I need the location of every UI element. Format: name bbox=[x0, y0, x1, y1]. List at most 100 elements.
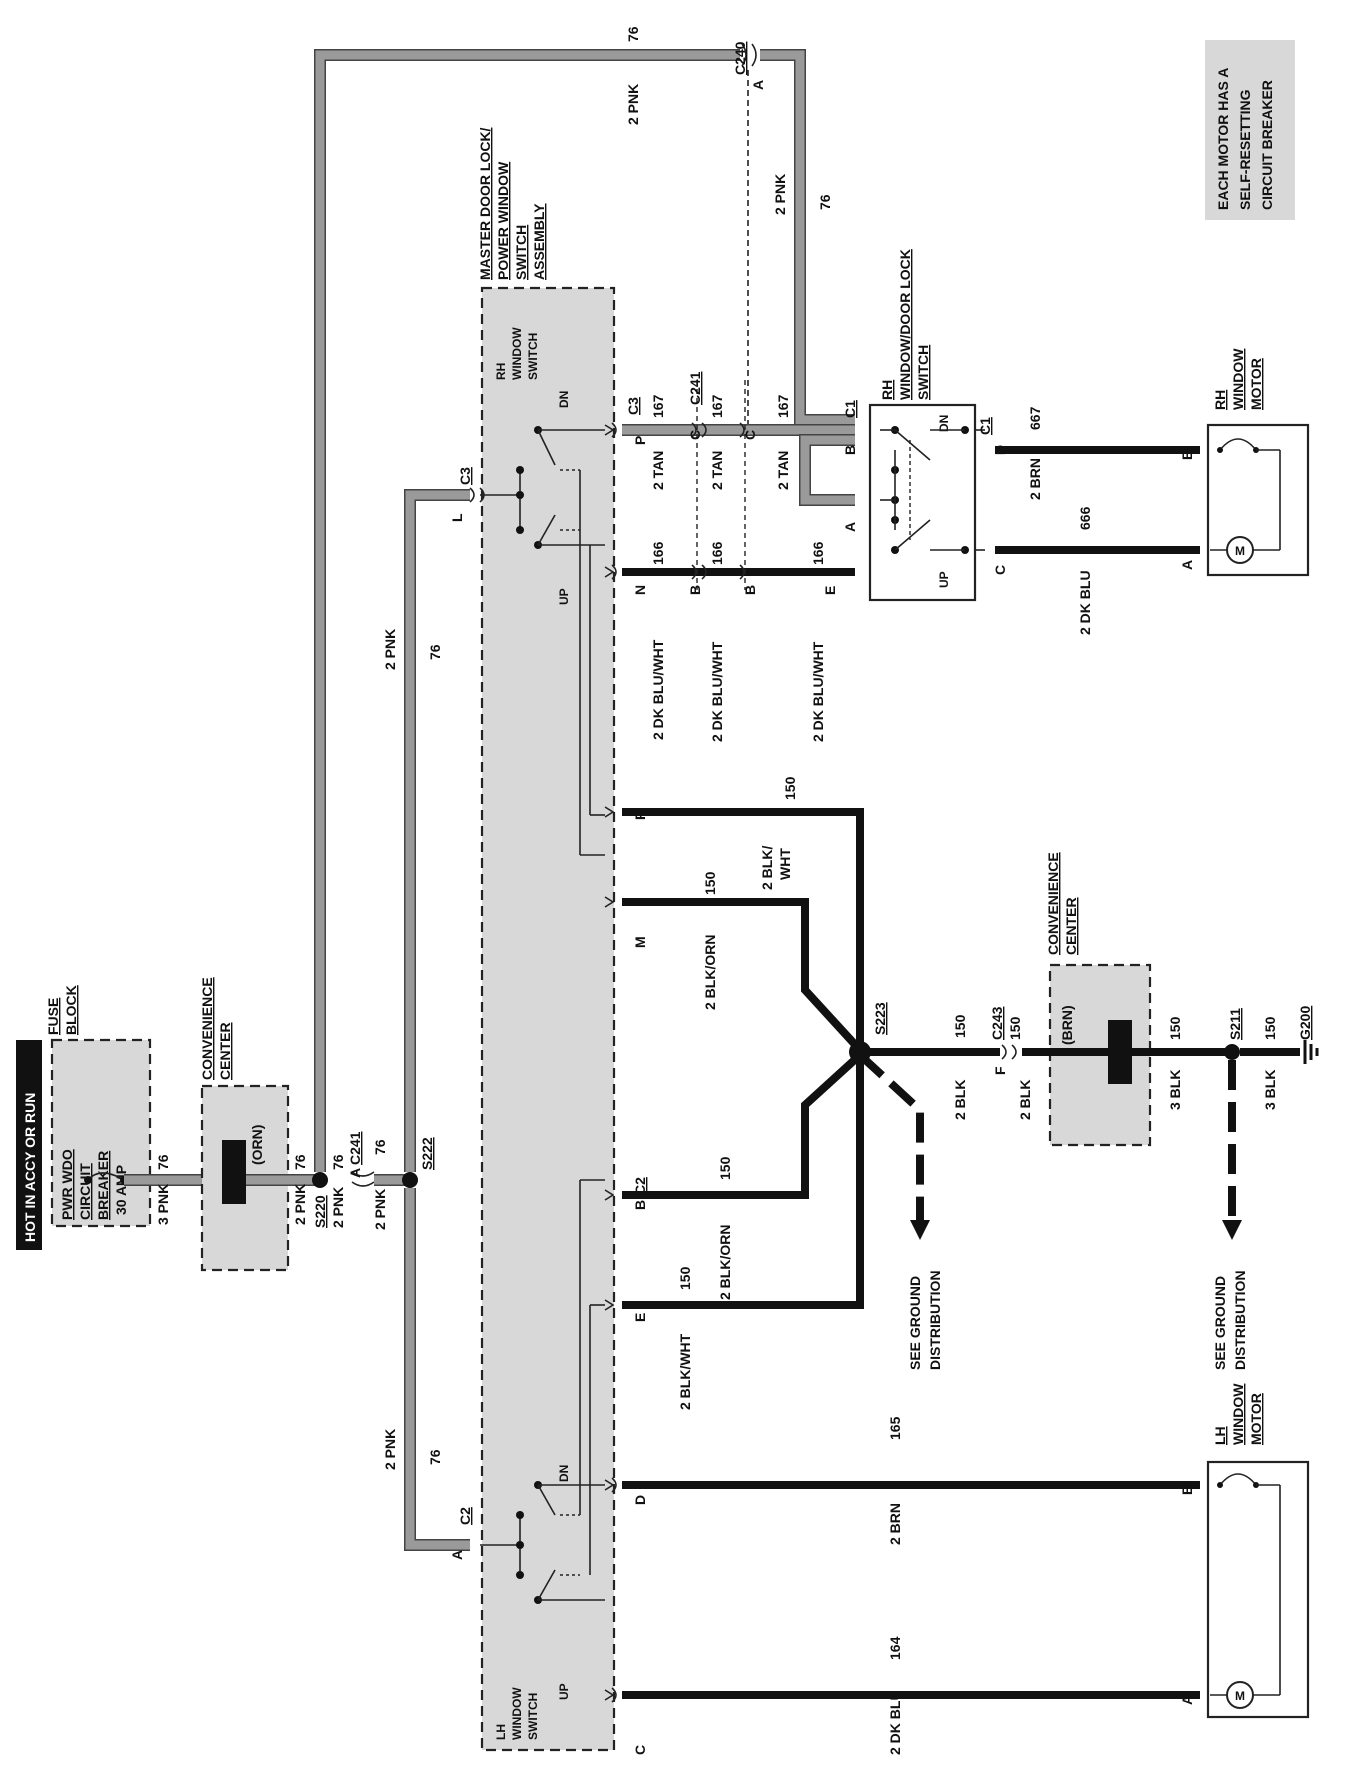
label-c1-rh-b: C1 bbox=[977, 417, 993, 435]
rh-lock-switch-symbol bbox=[880, 426, 969, 554]
lh-motor-symbol: M bbox=[1210, 1473, 1281, 1709]
connector-c241-b bbox=[691, 422, 707, 438]
wire-2pnk-c: 2 PNK bbox=[372, 1189, 388, 1230]
lh-motor-title-1: LH bbox=[1212, 1426, 1228, 1445]
label-g200: G200 bbox=[1297, 1006, 1313, 1040]
rh-switch-dn: DN bbox=[557, 391, 571, 408]
label-s211: S211 bbox=[1227, 1008, 1243, 1040]
lh-window-switch-symbol bbox=[480, 1179, 605, 1604]
wire-76-top: 76 bbox=[625, 26, 641, 42]
pin-c241-a: A bbox=[347, 1168, 363, 1178]
wire-76-right: 76 bbox=[817, 194, 833, 210]
convenience-center-2-title-2: CENTER bbox=[1063, 897, 1079, 955]
pin-e-rh: E bbox=[822, 586, 838, 595]
breaker-label-3: BREAKER bbox=[95, 1151, 111, 1220]
wire-167-b: 167 bbox=[709, 394, 725, 418]
convenience-center-2-bus bbox=[1108, 1020, 1132, 1084]
rh-lock-switch-title-2: WINDOW/DOOR LOCK bbox=[897, 249, 913, 400]
wire-dkbluwht-a: 2 DK BLU/WHT bbox=[650, 639, 666, 740]
rh-lock-switch-title-1: RH bbox=[879, 380, 895, 400]
lh-motor-title-3: MOTOR bbox=[1248, 1393, 1264, 1445]
pin-m: M bbox=[632, 936, 648, 948]
rh-lock-switch-dn: DN bbox=[937, 415, 951, 432]
convenience-center-2-color: (BRN) bbox=[1059, 1005, 1075, 1045]
ground-ref-2-line-1: SEE GROUND bbox=[1212, 1276, 1228, 1370]
fuse-block-box bbox=[50, 1038, 152, 1228]
rh-lock-switch-title-3: SWITCH bbox=[915, 345, 931, 400]
convenience-center-1-bus bbox=[222, 1140, 246, 1204]
label-c3-right: C3 bbox=[625, 397, 641, 415]
pin-e-master: E bbox=[632, 1313, 648, 1322]
pin-b-b: B bbox=[742, 585, 758, 595]
label-c243: C243 bbox=[989, 1006, 1005, 1040]
label-s222: S222 bbox=[419, 1137, 435, 1170]
lh-switch-label-2: WINDOW bbox=[510, 1687, 524, 1740]
wire-167-a: 167 bbox=[650, 394, 666, 418]
wire-150-e: 150 bbox=[677, 1266, 693, 1290]
rh-motor-title-2: WINDOW bbox=[1230, 348, 1246, 410]
splice-s220 bbox=[312, 1172, 328, 1188]
wire-dkbluwht-c: 2 DK BLU/WHT bbox=[810, 641, 826, 742]
ground-ref-2-line-2: DISTRIBUTION bbox=[1232, 1270, 1248, 1370]
wire-76-c: 76 bbox=[330, 1154, 346, 1170]
wire-2pnk-a: 2 PNK bbox=[292, 1184, 308, 1225]
splice-s223 bbox=[849, 1041, 871, 1063]
wire-76-low: 76 bbox=[427, 1449, 443, 1465]
pin-b-rhmotor: B bbox=[1179, 450, 1195, 460]
fuse-block-title-2: BLOCK bbox=[63, 985, 79, 1035]
connector-c240 bbox=[741, 43, 757, 67]
wire-2blkwht-r2: WHT bbox=[777, 848, 793, 880]
master-switch-title-1: MASTER DOOR LOCK/ bbox=[477, 127, 493, 280]
wire-2dkblu-lh: 2 DK BLU bbox=[887, 1690, 903, 1755]
wire-2blk-s223: 2 BLK bbox=[952, 1080, 968, 1120]
label-s220: S220 bbox=[312, 1195, 328, 1228]
label-c2-left: C2 bbox=[457, 1507, 473, 1525]
connector-c243 bbox=[1001, 1044, 1017, 1060]
lh-switch-label-1: LH bbox=[494, 1724, 508, 1740]
pin-c240-a: A bbox=[750, 80, 766, 90]
rh-switch-up: UP bbox=[557, 588, 571, 605]
wire-3blk-s211: 3 BLK bbox=[1262, 1070, 1278, 1110]
wire-2tan-a: 2 TAN bbox=[650, 451, 666, 490]
wire-76-d: 76 bbox=[372, 1139, 388, 1155]
wire-2pnk-b: 2 PNK bbox=[330, 1187, 346, 1228]
wire-2tan-b: 2 TAN bbox=[709, 451, 725, 490]
wire-166-a: 166 bbox=[650, 541, 666, 565]
note-line-1: EACH MOTOR HAS A bbox=[1215, 68, 1231, 210]
wire-2dkblu-rh: 2 DK BLU bbox=[1077, 570, 1093, 635]
master-switch-box bbox=[480, 286, 616, 1752]
wire-76-b: 76 bbox=[292, 1154, 308, 1170]
wire-166-b: 166 bbox=[709, 541, 725, 565]
wire-2brn-lh: 2 BRN bbox=[887, 1503, 903, 1545]
label-c240: C240 bbox=[732, 41, 748, 75]
wire-150-s223: 150 bbox=[952, 1014, 968, 1038]
pin-b-lhmotor: B bbox=[1179, 1485, 1195, 1495]
pin-d-rh: D bbox=[992, 445, 1008, 455]
rh-motor-m: M bbox=[1235, 544, 1245, 558]
convenience-center-1-color: (ORN) bbox=[249, 1125, 265, 1165]
wire-167-c: 167 bbox=[775, 394, 791, 418]
rh-window-motor-box bbox=[1206, 423, 1310, 577]
wire-164: 164 bbox=[887, 1636, 903, 1660]
wire-150-cc2: 150 bbox=[1167, 1016, 1183, 1040]
wire-667: 667 bbox=[1027, 406, 1043, 430]
pin-c-rh: C bbox=[992, 565, 1008, 575]
master-switch-title-4: ASSEMBLY bbox=[531, 203, 547, 280]
wire-3blk-cc2: 3 BLK bbox=[1167, 1070, 1183, 1110]
wire-150-r: 150 bbox=[782, 776, 798, 800]
wire-3pnk: 3 PNK bbox=[155, 1184, 171, 1225]
breaker-label-1: PWR WDO bbox=[59, 1149, 75, 1220]
label-c2-right: C2 bbox=[632, 1177, 648, 1195]
pin-c241-b: B bbox=[687, 585, 703, 595]
pin-c3-l: L bbox=[449, 513, 465, 522]
lh-window-motor-box bbox=[1206, 1460, 1310, 1719]
pin-b-master: B bbox=[632, 1200, 648, 1210]
pin-a-rhmotor: A bbox=[1179, 560, 1195, 570]
wire-150-b: 150 bbox=[717, 1156, 733, 1180]
ground-ref-1-line-1: SEE GROUND bbox=[907, 1276, 923, 1370]
rh-switch-label-1: RH bbox=[494, 363, 508, 380]
label-c3: C3 bbox=[457, 467, 473, 485]
rh-switch-label-3: SWITCH bbox=[526, 333, 540, 380]
rh-motor-title-3: MOTOR bbox=[1248, 358, 1264, 410]
